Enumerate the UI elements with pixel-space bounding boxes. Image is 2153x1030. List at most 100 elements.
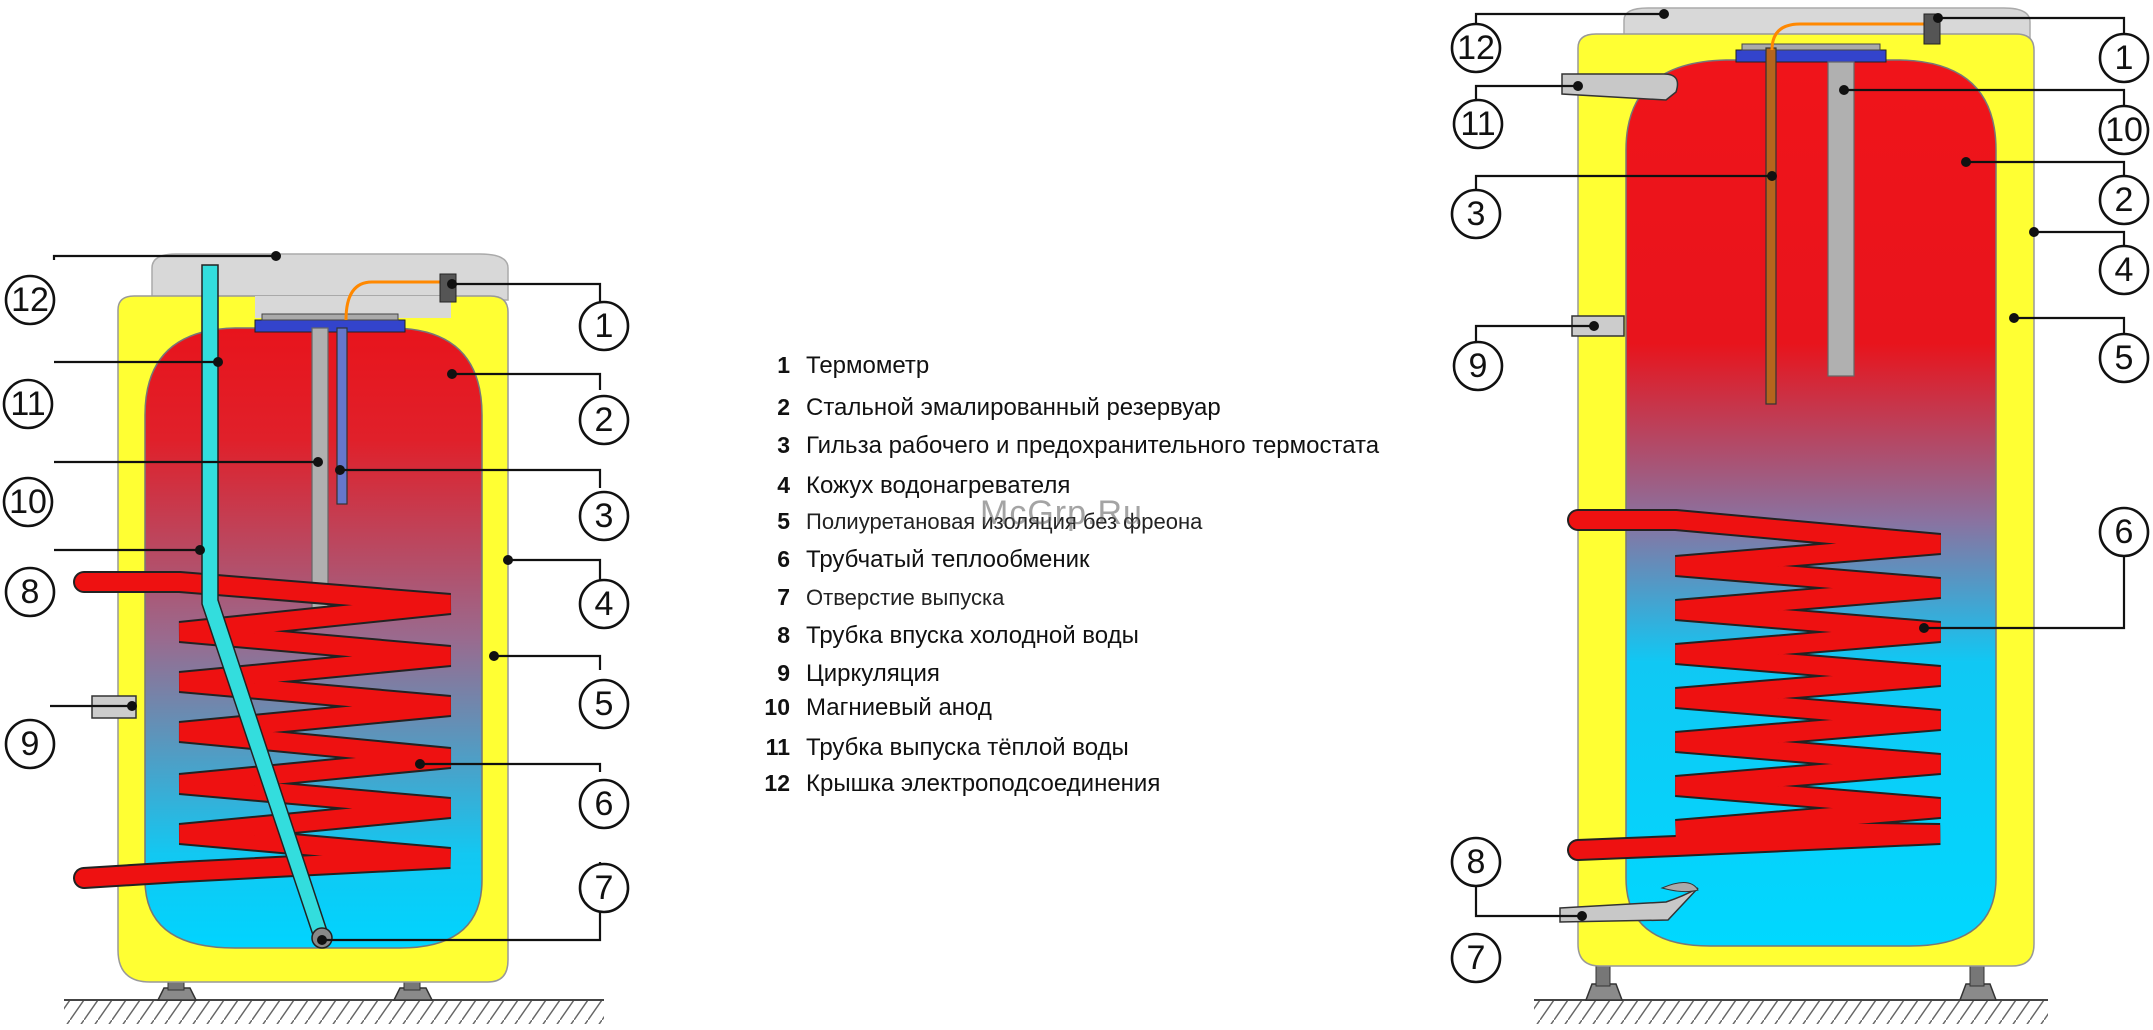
right-callout-2: 2 (2098, 174, 2150, 226)
svg-text:11: 11 (10, 385, 45, 423)
svg-text:11: 11 (1460, 105, 1495, 143)
svg-text:10: 10 (9, 483, 47, 521)
left-floor-hatch (64, 1000, 604, 1024)
legend-num: 12 (764, 770, 790, 796)
left-foot-left (156, 987, 198, 1001)
left-callout-3: 3 (578, 490, 630, 542)
svg-text:6: 6 (595, 785, 614, 823)
svg-text:8: 8 (21, 573, 40, 611)
legend-num: 7 (777, 584, 790, 610)
left-callout-12: 12 (4, 274, 56, 326)
left-callout-6: 6 (578, 778, 630, 830)
legend-item-11: 11 Трубка выпуска тёплой воды (746, 734, 1129, 762)
legend-label: Гильза рабочего и предохранительного тер… (806, 432, 1380, 459)
right-callout-4: 4 (2098, 244, 2150, 296)
legend-label: Крышка электроподсоединения (806, 770, 1161, 797)
left-callout-10: 10 (2, 476, 54, 528)
left-flange (254, 319, 406, 333)
right-callout-9: 9 (1452, 340, 1504, 392)
right-thermometer-wire (1770, 22, 1924, 51)
svg-text:1: 1 (595, 307, 614, 345)
legend-item-5: 5 Полиуретановая изоляция без фреона (746, 508, 1202, 535)
right-callout-7: 7 (1450, 932, 1502, 984)
legend-label: Стальной эмалированный резервуар (806, 394, 1221, 421)
svg-text:12: 12 (11, 281, 49, 319)
legend-item-4: 4 Кожух водонагревателя (746, 472, 1070, 500)
left-thermometer-wire (344, 280, 440, 321)
left-water-heater: 12 11 10 8 9 1 2 3 4 5 6 7 (2, 251, 630, 1024)
legend-item-6: 6 Трубчатый теплообменик (746, 546, 1090, 574)
left-callout-2: 2 (578, 394, 630, 446)
left-callout-8: 8 (4, 566, 56, 618)
left-callout-1: 1 (578, 300, 630, 352)
right-flange (1735, 49, 1887, 63)
legend-item-10: 10 Магниевый анод (746, 694, 991, 722)
legend-item-1: 1 Термометр (746, 352, 929, 380)
svg-text:8: 8 (1467, 843, 1486, 881)
left-callout-11: 11 (2, 378, 54, 430)
left-callout-7: 7 (578, 862, 630, 914)
legend-item-12: 12 Крышка электроподсоединения (746, 770, 1160, 798)
right-magnesium-anode (1827, 61, 1855, 377)
svg-text:9: 9 (1469, 347, 1488, 385)
right-flange-top (1741, 43, 1881, 51)
svg-text:7: 7 (1467, 939, 1486, 977)
legend-label: Кожух водонагревателя (806, 472, 1071, 499)
legend-label: Термометр (806, 352, 930, 379)
right-outlet-hole (1660, 882, 1699, 893)
legend-num: 6 (777, 546, 790, 572)
left-leaders (50, 251, 602, 945)
right-callout-5: 5 (2098, 332, 2150, 384)
left-foot-right (392, 987, 434, 1001)
right-floor-hatch (1534, 1000, 2048, 1024)
legend-item-2: 2 Стальной эмалированный резервуар (746, 394, 1221, 422)
right-callout-6: 6 (2098, 506, 2150, 558)
svg-text:10: 10 (2105, 111, 2143, 149)
legend-label: Трубчатый теплообменик (806, 546, 1090, 573)
svg-text:7: 7 (595, 869, 614, 907)
legend-num: 11 (765, 734, 790, 760)
legend-num: 2 (777, 394, 790, 420)
right-thermostat-sleeve (1765, 47, 1777, 405)
watermark: McGrp.Ru (980, 494, 1143, 532)
svg-text:5: 5 (595, 685, 614, 723)
svg-text:6: 6 (2115, 513, 2134, 551)
right-warm-water-pipe (1561, 73, 1679, 101)
svg-text:5: 5 (2115, 339, 2134, 377)
right-heat-exchanger-coil (1567, 509, 1941, 861)
svg-text:3: 3 (1467, 195, 1486, 233)
right-callout-1: 1 (2098, 32, 2150, 84)
legend-item-9: 9 Циркуляция (746, 660, 940, 688)
legend-label: Отверстие выпуска (806, 585, 1005, 610)
right-foot-left (1584, 983, 1624, 1001)
left-heat-exchanger-coil (73, 571, 452, 889)
legend-num: 8 (777, 622, 790, 648)
svg-text:1: 1 (2115, 39, 2134, 77)
right-callout-10: 10 (2098, 104, 2150, 156)
legend-label: Трубка выпуска тёплой воды (806, 734, 1129, 761)
legend-item-3: 3 Гильза рабочего и предохранительного т… (746, 432, 1379, 460)
right-callout-11: 11 (1452, 98, 1504, 150)
legend-label: Полиуретановая изоляция без фреона (806, 509, 1203, 534)
left-callout-4: 4 (578, 578, 630, 630)
right-water-heater: 12 11 3 9 8 7 1 10 2 4 5 6 (1450, 7, 2150, 1024)
legend-item-8: 8 Трубка впуска холодной воды (746, 622, 1139, 650)
right-cold-water-pipe (1559, 887, 1699, 923)
left-callout-5: 5 (578, 678, 630, 730)
legend-label: Трубка впуска холодной воды (806, 622, 1139, 649)
legend-num: 4 (777, 472, 790, 498)
left-callout-9: 9 (4, 718, 56, 770)
legend-item-7: 7 Отверстие выпуска (746, 584, 1004, 611)
right-callout-8: 8 (1450, 836, 1502, 888)
left-cover-plate (255, 296, 451, 318)
legend-num: 9 (777, 660, 790, 686)
legend-num: 1 (777, 352, 790, 378)
left-top-cover (151, 253, 509, 301)
svg-text:4: 4 (595, 585, 614, 623)
svg-text:12: 12 (1457, 29, 1495, 67)
left-thermostat-sleeve (336, 327, 348, 505)
legend-label: Циркуляция (806, 660, 940, 687)
legend-num: 10 (764, 694, 790, 720)
svg-text:9: 9 (21, 725, 40, 763)
